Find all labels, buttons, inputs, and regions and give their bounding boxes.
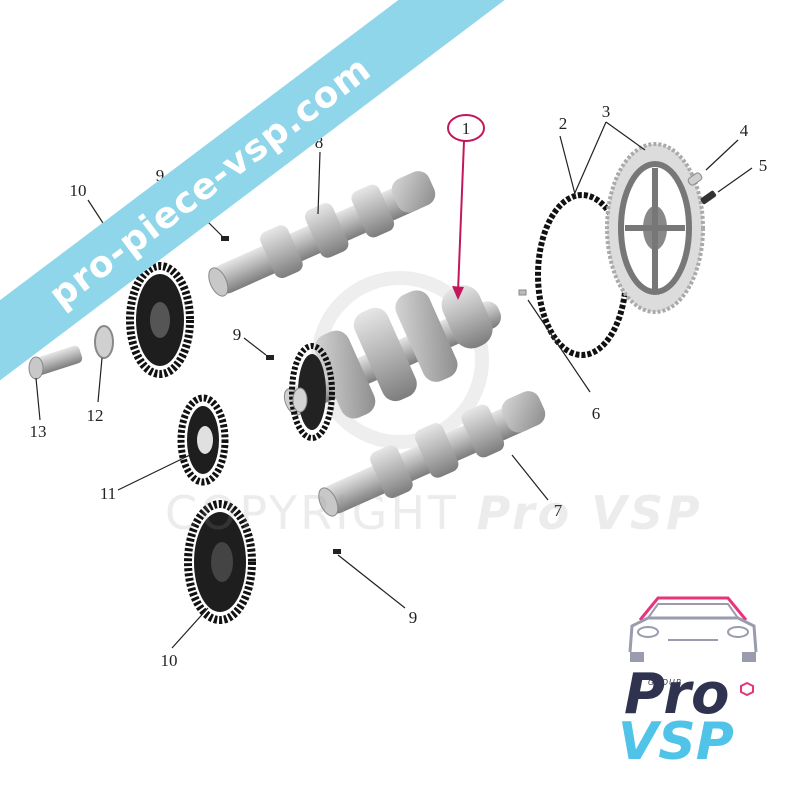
callout-8: 8 <box>315 133 324 152</box>
highlight-callout-1 <box>447 114 485 300</box>
callout-13: 13 <box>30 422 47 441</box>
crank-pin <box>518 289 527 296</box>
callout-7: 7 <box>554 501 563 520</box>
dowel-pin <box>687 172 703 186</box>
callout-10-upper: 10 <box>70 181 87 200</box>
callout-9-lower: 9 <box>409 608 418 627</box>
leader-lines <box>35 121 753 649</box>
camshaft-lower <box>318 391 546 517</box>
callout-3: 3 <box>602 102 611 121</box>
gear-lower <box>184 500 256 624</box>
logo-vsp: VSP <box>618 712 734 772</box>
callout-9-middle: 9 <box>233 325 242 344</box>
camshaft-upper <box>208 171 436 297</box>
car-outline-icon <box>628 596 758 662</box>
pro-vsp-logo: GROUP Pro VSP <box>618 590 768 780</box>
logo-group: GROUP <box>648 678 682 687</box>
flywheel <box>605 142 705 314</box>
flywheel-bolt <box>700 190 717 205</box>
callout-2: 2 <box>559 114 568 133</box>
callout-4: 4 <box>740 121 749 140</box>
bolt <box>28 345 83 380</box>
washer <box>94 325 114 359</box>
idler-gear <box>177 394 229 486</box>
callout-9-upper: 9 <box>156 166 165 185</box>
logo-pro: Pro <box>624 662 730 727</box>
callout-1: 1 <box>462 119 471 138</box>
callout-12: 12 <box>87 406 104 425</box>
gear-upper <box>126 262 194 378</box>
copyright-watermark: COPYRIGHT Pro VSP <box>165 486 703 540</box>
key-upper <box>221 236 229 241</box>
callout-10-lower: 10 <box>161 651 178 670</box>
key-middle <box>266 355 274 360</box>
hex-nut-icon <box>740 682 754 696</box>
copyright-word: COPYRIGHT <box>165 486 460 540</box>
callout-5: 5 <box>759 156 768 175</box>
callout-11: 11 <box>100 484 116 503</box>
crankshaft <box>283 285 502 441</box>
callout-6: 6 <box>592 404 601 423</box>
key-lower <box>333 549 341 554</box>
copyright-brand: Pro VSP <box>476 486 703 540</box>
